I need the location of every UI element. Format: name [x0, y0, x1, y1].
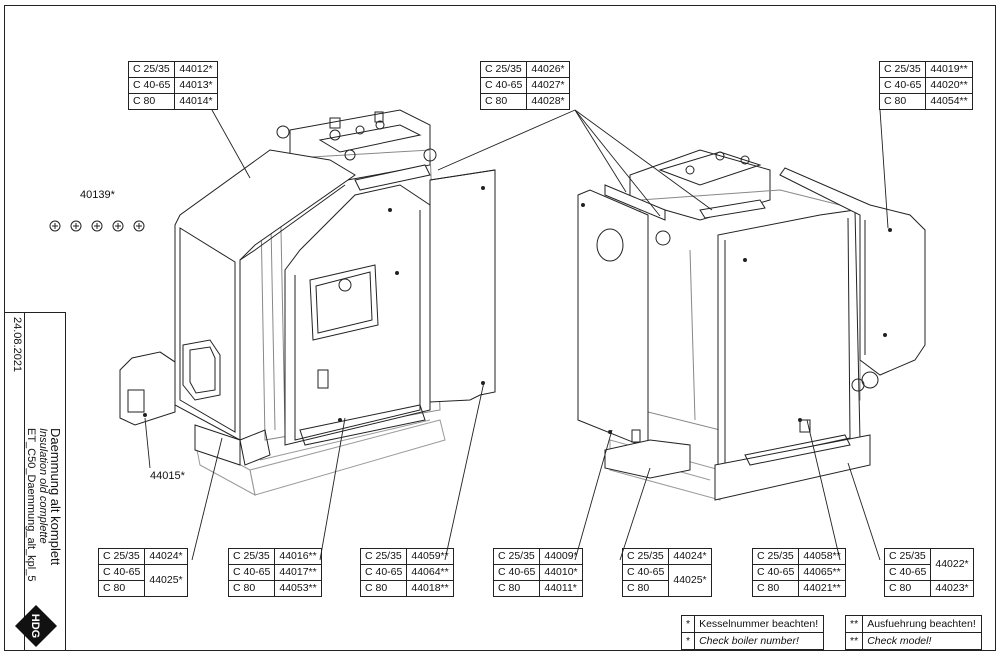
- part-number-cell: 44054**: [925, 93, 973, 110]
- right-boiler-assembly: [577, 149, 926, 501]
- part-number-cell: 44064**: [406, 564, 454, 581]
- legend-text: Kesselnummer beachten!: [694, 615, 825, 633]
- legend-symbol: *: [680, 632, 696, 650]
- svg-text:HDG: HDG: [29, 614, 41, 638]
- legend-text: Check boiler number!: [694, 632, 825, 650]
- part-number-cell: 44014*: [174, 93, 218, 110]
- part-number-cell: 44022*: [930, 548, 974, 581]
- model-cell: C 40-65: [227, 564, 276, 581]
- left-boiler-assembly: [119, 109, 496, 496]
- part-number-cell: 44011*: [539, 580, 583, 597]
- model-cell: C 25/35: [751, 548, 800, 565]
- model-cell: C 40-65: [97, 564, 146, 581]
- part-number-cell: 44058**: [798, 548, 846, 565]
- part-number-cell: 44012*: [174, 61, 218, 78]
- model-cell: C 80: [883, 580, 932, 597]
- model-cell: C 25/35: [878, 61, 927, 78]
- model-cell: C 80: [621, 580, 670, 597]
- model-cell: C 25/35: [492, 548, 541, 565]
- model-cell: C 80: [878, 93, 927, 110]
- model-cell: C 40-65: [878, 77, 927, 94]
- part-number-cell: 44019**: [925, 61, 973, 78]
- part-number-cell: 44028*: [526, 93, 570, 110]
- model-cell: C 80: [479, 93, 528, 110]
- part-number-cell: 44059**: [406, 548, 454, 565]
- part-number-cell: 44026*: [526, 61, 570, 78]
- legend-model: **Ausfuehrung beachten! **Check model!: [844, 615, 983, 650]
- part-number-cell: 44017**: [274, 564, 322, 581]
- part-number-cell: 44020**: [925, 77, 973, 94]
- title-block: 24.08.2021 Daemmung alt komplett Insulat…: [5, 312, 66, 651]
- screws-label: 40139*: [80, 189, 115, 201]
- part-number-cell: 44065**: [798, 564, 846, 581]
- model-cell: C 25/35: [883, 548, 932, 565]
- title-german: Daemmung alt komplett: [48, 428, 63, 566]
- drawing-date: 24.08.2021: [11, 317, 23, 373]
- model-cell: C 40-65: [621, 564, 670, 581]
- legend-symbol: *: [680, 615, 696, 633]
- legend-symbol: **: [844, 632, 864, 650]
- drawing-frame: [4, 5, 996, 651]
- model-cell: C 80: [751, 580, 800, 597]
- model-cell: C 25/35: [227, 548, 276, 565]
- part-number-cell: 44027*: [526, 77, 570, 94]
- legend-symbol: **: [844, 615, 864, 633]
- model-cell: C 80: [492, 580, 541, 597]
- legend-text: Ausfuehrung beachten!: [862, 615, 983, 633]
- model-cell: C 25/35: [479, 61, 528, 78]
- model-cell: C 40-65: [127, 77, 176, 94]
- part-number-cell: 44016**: [274, 548, 322, 565]
- model-cell: C 25/35: [127, 61, 176, 78]
- part-number-cell: 44021**: [798, 580, 846, 597]
- model-cell: C 25/35: [359, 548, 408, 565]
- model-cell: C 40-65: [479, 77, 528, 94]
- title-english: Insulation old complette: [37, 428, 49, 544]
- model-cell: C 40-65: [883, 564, 932, 581]
- part-number-cell: 44018**: [406, 580, 454, 597]
- part-number-cell: 44010*: [539, 564, 583, 581]
- drawing-number: ET_C50_Daemmung_alt_kpl_5: [25, 428, 37, 582]
- part-number-cell: 44009*: [539, 548, 583, 565]
- legend-text: Check model!: [862, 632, 983, 650]
- leader-lines: [144, 109, 889, 561]
- part-number-cell: 44025*: [668, 564, 712, 597]
- part-number-cell: 44024*: [668, 548, 712, 565]
- model-cell: C 80: [227, 580, 276, 597]
- model-cell: C 80: [359, 580, 408, 597]
- model-cell: C 25/35: [621, 548, 670, 565]
- hdg-logo: HDG: [15, 605, 57, 647]
- model-cell: C 40-65: [492, 564, 541, 581]
- part-number-cell: 44024*: [144, 548, 188, 565]
- model-cell: C 80: [127, 93, 176, 110]
- model-cell: C 80: [97, 580, 146, 597]
- part-44015-label: 44015*: [150, 470, 185, 482]
- part-number-cell: 44023*: [930, 580, 974, 597]
- model-cell: C 40-65: [359, 564, 408, 581]
- part-number-cell: 44025*: [144, 564, 188, 597]
- screws-40139: [49, 220, 145, 232]
- model-cell: C 25/35: [97, 548, 146, 565]
- model-cell: C 40-65: [751, 564, 800, 581]
- part-number-cell: 44053**: [274, 580, 322, 597]
- part-number-cell: 44013*: [174, 77, 218, 94]
- legend-boiler-number: *Kesselnummer beachten! *Check boiler nu…: [680, 615, 825, 650]
